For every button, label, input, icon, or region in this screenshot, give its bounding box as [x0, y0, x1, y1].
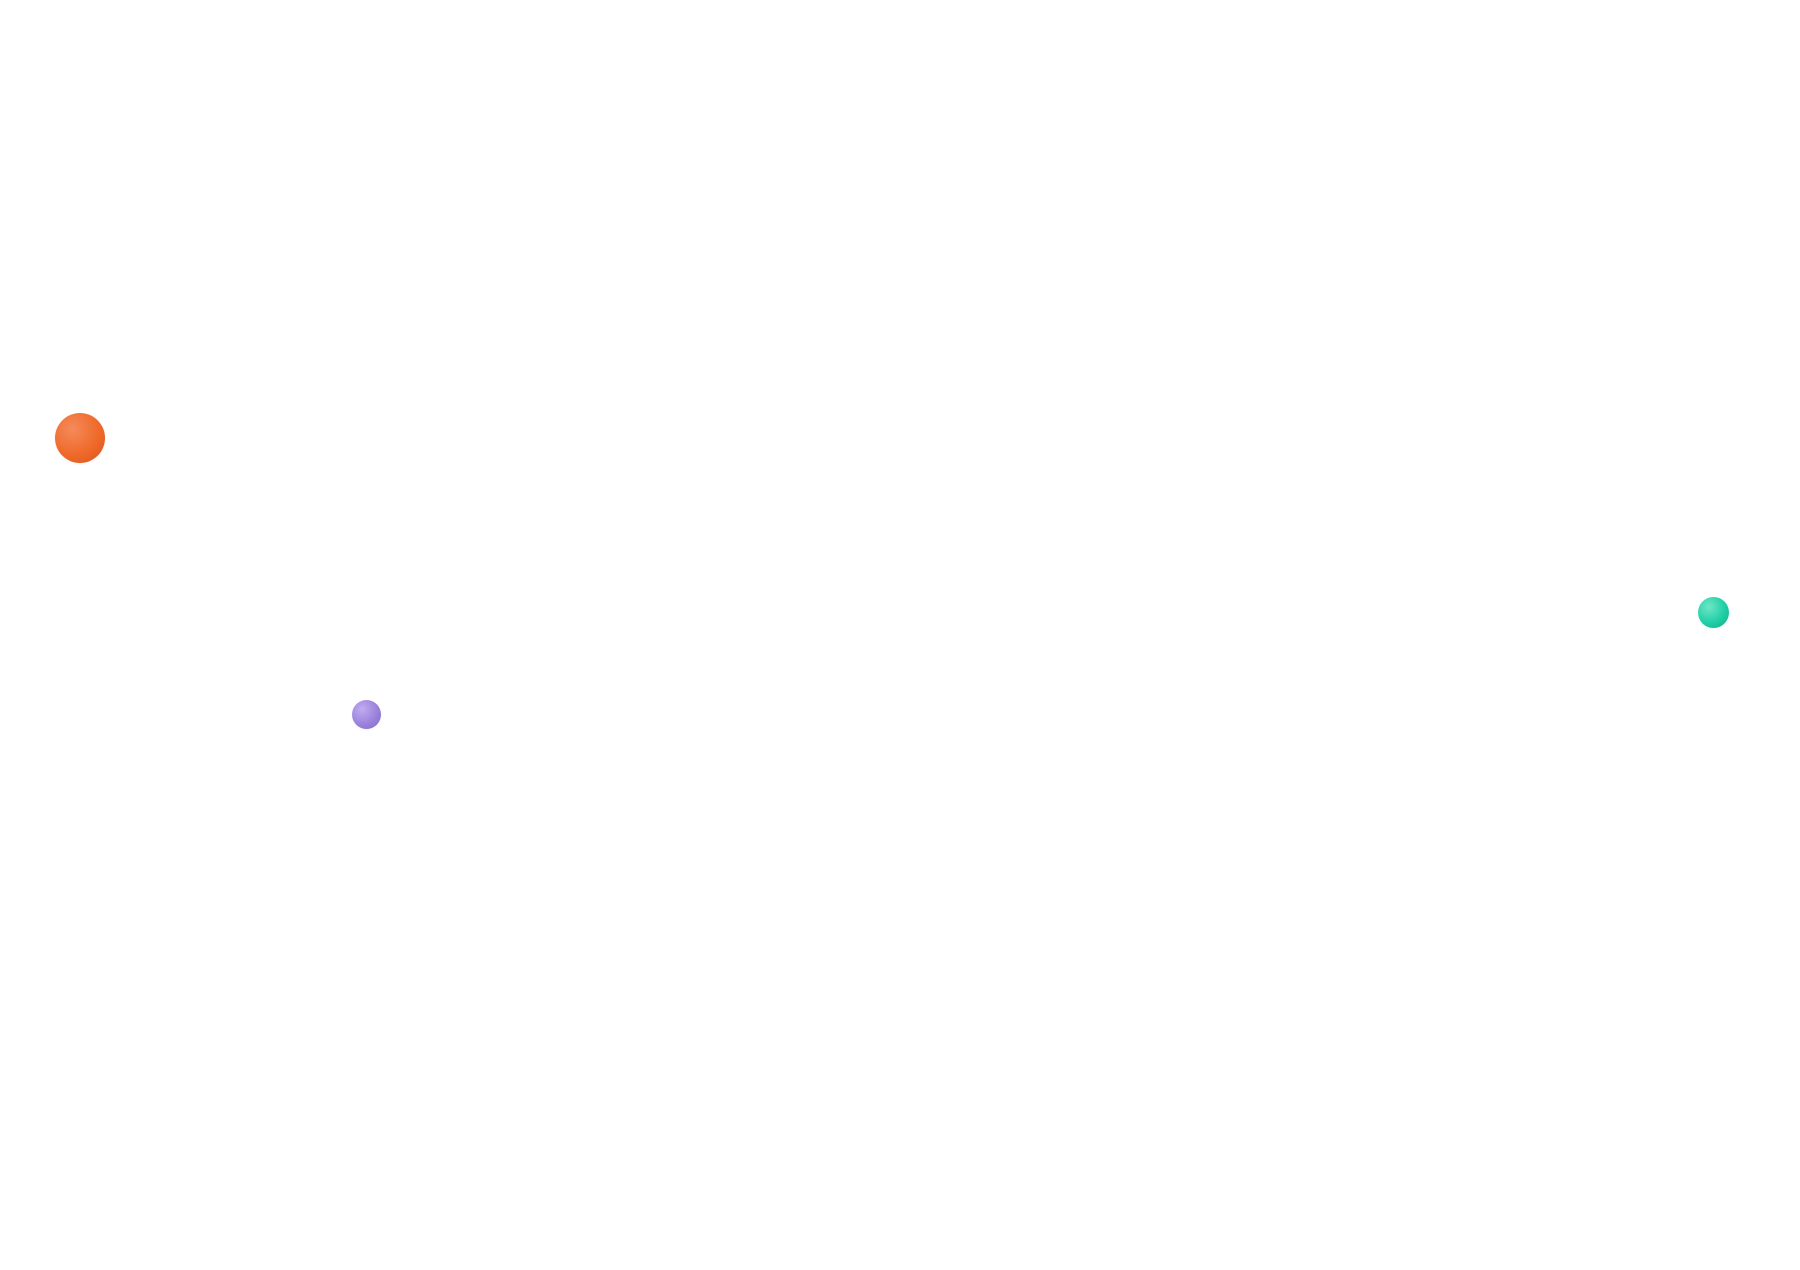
teal-orb	[1698, 597, 1729, 628]
orange-orb	[55, 413, 105, 463]
purple-orb	[352, 700, 381, 729]
